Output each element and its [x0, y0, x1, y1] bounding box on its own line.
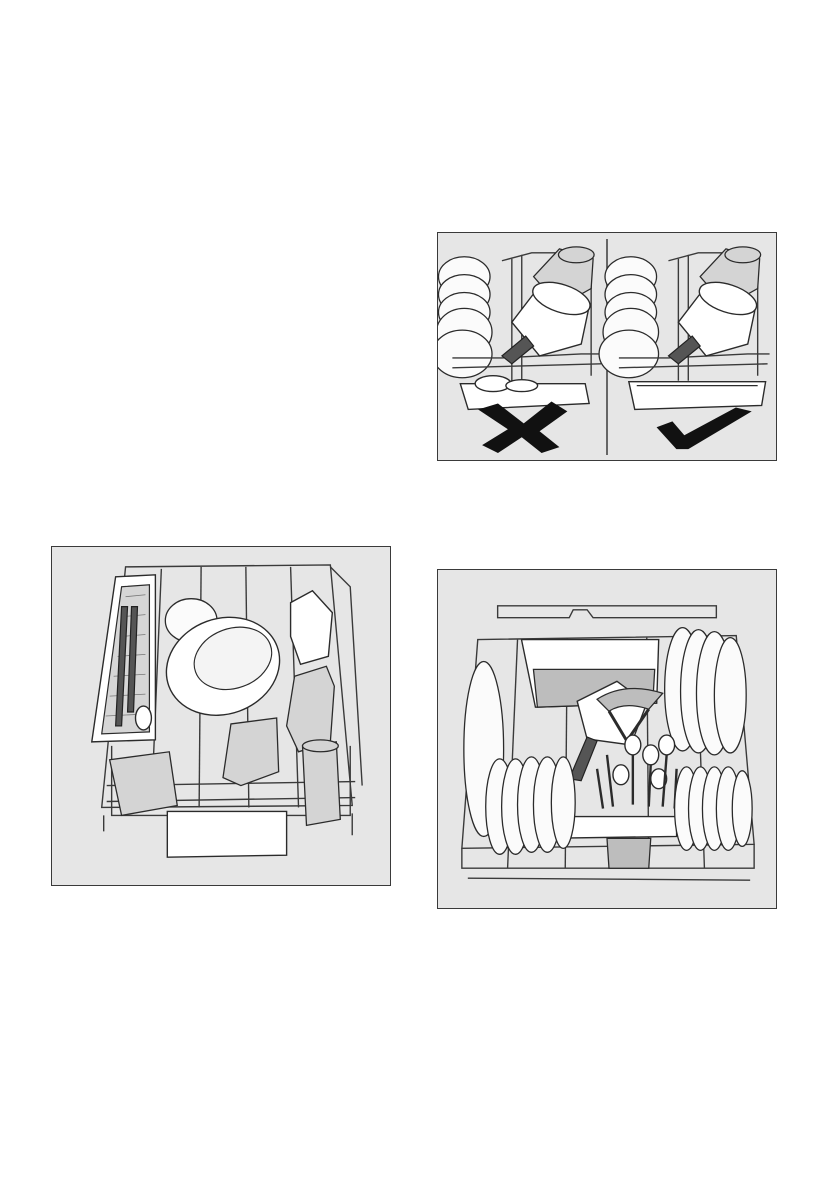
baking-dish — [629, 382, 766, 410]
correct-loading-panel — [599, 239, 769, 455]
lower-basket-figure — [437, 569, 777, 909]
plates-right — [665, 628, 747, 755]
upper-basket-figure — [51, 546, 391, 886]
wrong-loading-panel — [438, 239, 603, 455]
loading-comparison-illustration — [438, 233, 776, 460]
lower-basket-illustration — [438, 570, 776, 908]
basket-handle — [167, 811, 286, 857]
upper-basket-illustration — [52, 547, 390, 885]
plates-front-left — [486, 757, 575, 854]
cutlery-tray — [92, 575, 156, 742]
cutlery — [597, 735, 677, 809]
small-dish — [291, 591, 333, 665]
plates-front-right — [675, 767, 753, 851]
loading-comparison-figure — [437, 232, 777, 461]
